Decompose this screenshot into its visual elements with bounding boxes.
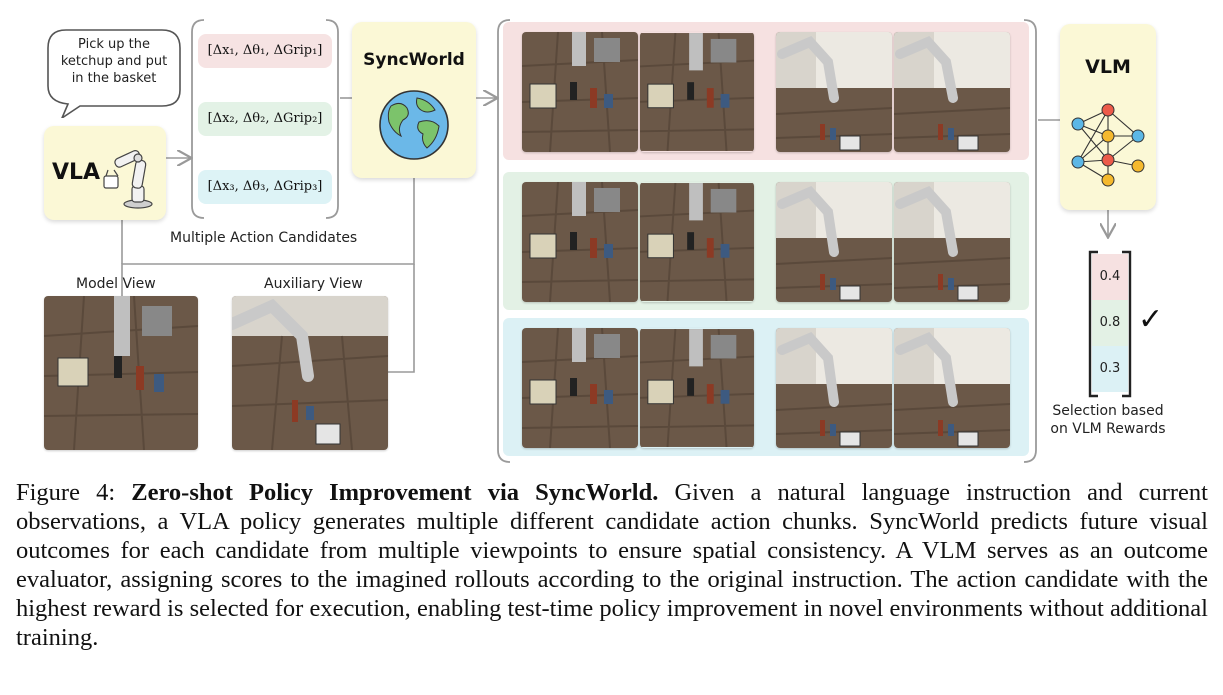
candidates-label: Multiple Action Candidates bbox=[170, 230, 358, 246]
rollout-frame-2-2 bbox=[640, 182, 754, 302]
connector-lines bbox=[121, 19, 1132, 463]
instruction-text: Pick up the ketchup and put in the baske… bbox=[60, 37, 168, 86]
vlm-label: VLM bbox=[1085, 56, 1131, 78]
selection-label-line-2: on VLM Rewards bbox=[1050, 421, 1166, 437]
action-candidate-1: [Δx₁, Δθ₁, ΔGrip₁] bbox=[198, 34, 332, 68]
rollouts-left-bracket bbox=[497, 19, 511, 463]
rollouts-right-bracket bbox=[1023, 19, 1037, 463]
syncworld-label: SyncWorld bbox=[363, 50, 465, 70]
rollout-frame-1-2 bbox=[640, 32, 754, 152]
figure-caption: Figure 4: Zero-shot Policy Improvement v… bbox=[16, 478, 1208, 652]
pipeline-diagram: Pick up the ketchup and put in the baske… bbox=[44, 19, 1168, 463]
candidates-left-bracket bbox=[191, 19, 205, 219]
check-icon: ✓ bbox=[1138, 302, 1164, 337]
rollout-frame-1-4 bbox=[894, 32, 1010, 152]
selection-label-line-1: Selection based bbox=[1052, 403, 1164, 419]
reward-value-3: 0.3 bbox=[1092, 346, 1128, 392]
speech-bubble bbox=[47, 29, 181, 118]
model-view-label: Model View bbox=[76, 276, 156, 292]
rewards-left-bracket bbox=[1088, 250, 1098, 398]
selection-label: Selection based on VLM Rewards bbox=[1048, 402, 1168, 438]
globe-icon bbox=[379, 90, 449, 160]
auxiliary-view-image bbox=[232, 296, 388, 450]
vlm-box: VLM bbox=[1060, 24, 1156, 210]
rollout-frame-2-1 bbox=[522, 182, 638, 302]
line-modelview-to-syncworld bbox=[121, 178, 415, 296]
figure-title: Zero-shot Policy Improvement via SyncWor… bbox=[131, 479, 659, 506]
robot-arm-icon bbox=[103, 150, 153, 209]
auxiliary-view-label: Auxiliary View bbox=[264, 276, 363, 292]
rewards-right-bracket bbox=[1122, 250, 1132, 398]
action-candidate-2: [Δx₂, Δθ₂, ΔGrip₂] bbox=[198, 102, 332, 136]
reward-value-1: 0.4 bbox=[1092, 254, 1128, 300]
candidates-right-bracket bbox=[325, 19, 339, 219]
syncworld-box: SyncWorld bbox=[352, 22, 476, 178]
rollout-frame-1-3 bbox=[776, 32, 892, 152]
reward-value-2: 0.8 bbox=[1092, 300, 1128, 346]
vla-box: VLA bbox=[44, 126, 166, 220]
rollout-frame-2-4 bbox=[894, 182, 1010, 302]
figure-caption-body: Given a natural language instruction and… bbox=[16, 479, 1208, 651]
rollout-frame-3-1 bbox=[522, 328, 638, 448]
model-view-image bbox=[44, 296, 198, 450]
figure-number: Figure 4: bbox=[16, 479, 132, 506]
rollout-frame-1-1 bbox=[522, 32, 638, 152]
reward-column: 0.4 0.8 0.3 bbox=[1092, 254, 1128, 392]
rollout-frame-3-3 bbox=[776, 328, 892, 448]
neural-network-icon bbox=[1071, 103, 1145, 187]
line-auxview-to-syncworld bbox=[388, 264, 415, 373]
rollout-frame-3-4 bbox=[894, 328, 1010, 448]
rollout-frame-2-3 bbox=[776, 182, 892, 302]
rollout-frame-3-2 bbox=[640, 328, 754, 448]
vla-label: VLA bbox=[52, 160, 101, 185]
action-candidate-3: [Δx₃, Δθ₃, ΔGrip₃] bbox=[198, 170, 332, 204]
